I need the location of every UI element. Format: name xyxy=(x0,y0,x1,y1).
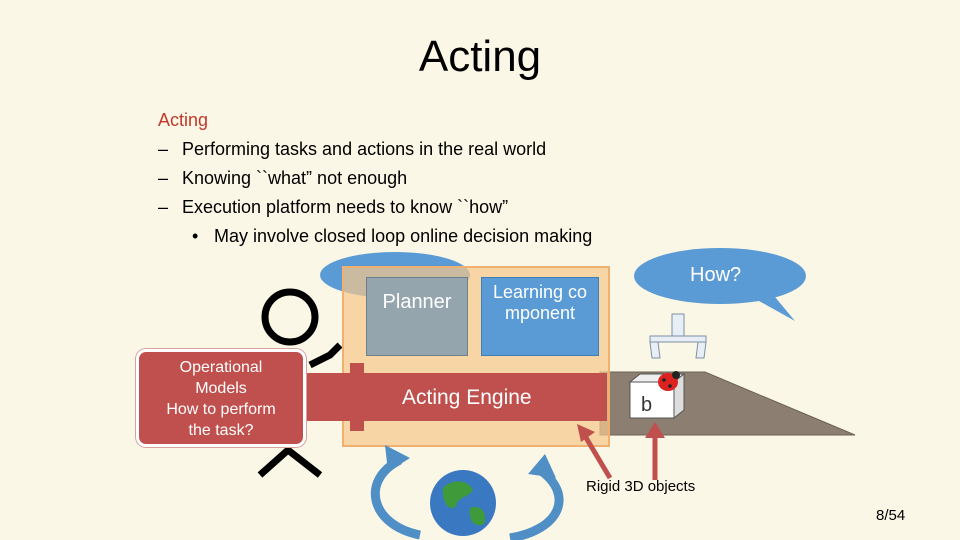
dash-glyph: – xyxy=(158,197,169,217)
speech-bubble-how-icon xyxy=(634,248,806,321)
box-letter: b xyxy=(641,394,653,416)
bullet-item: –Knowing ``what” not enough xyxy=(158,164,592,193)
dash-glyph: – xyxy=(158,168,169,188)
acting-engine-label: Acting Engine xyxy=(402,386,532,409)
op-line: Operational xyxy=(179,359,263,376)
bullet-item: –Performing tasks and actions in the rea… xyxy=(158,135,592,164)
page-number: 8/54 xyxy=(876,507,906,524)
globe-icon xyxy=(430,470,496,536)
planner-box: Planner xyxy=(366,277,468,356)
bullet-heading: Acting xyxy=(158,110,209,130)
bullet-item: –Execution platform needs to know ``how” xyxy=(158,193,592,222)
rigid-objects-label: Rigid 3D objects xyxy=(586,478,696,495)
learning-label: Learning component xyxy=(492,282,588,323)
bullet-list: Acting –Performing tasks and actions in … xyxy=(158,106,592,251)
person-figure-icon xyxy=(257,288,343,478)
planner-label: Planner xyxy=(382,291,452,313)
gripper-icon xyxy=(649,313,707,359)
cycle-arrows xyxy=(370,445,564,540)
op-line: How to perform xyxy=(166,401,276,418)
op-line: the task? xyxy=(188,422,254,439)
slide-title: Acting xyxy=(418,32,542,81)
dash-glyph: – xyxy=(158,139,169,159)
ladybug-icon xyxy=(658,371,680,391)
bullet-text: Knowing ``what” not enough xyxy=(182,168,408,188)
sub-bullet-item: • May involve closed loop online decision… xyxy=(158,222,592,251)
op-line: Models xyxy=(195,380,247,397)
bullet-text: Execution platform needs to know ``how” xyxy=(182,197,509,217)
operational-models-box: Operational Models How to perform the ta… xyxy=(136,349,306,447)
sensor-arrows xyxy=(577,422,665,480)
acting-engine-arrow xyxy=(302,363,607,431)
sub-bullet-text: May involve closed loop online decision … xyxy=(214,226,593,246)
bullet-text: Performing tasks and actions in the real… xyxy=(182,139,547,159)
learning-component-box: Learning component xyxy=(481,277,599,356)
dot-glyph: • xyxy=(192,226,199,246)
how-question: How? xyxy=(690,264,742,286)
